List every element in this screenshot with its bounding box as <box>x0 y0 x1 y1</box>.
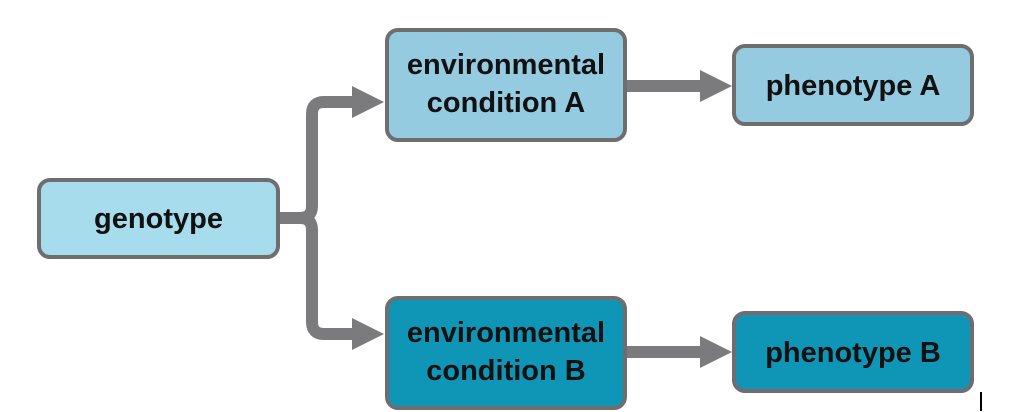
node-environmental-condition-b: environmental condition B <box>385 296 627 410</box>
arrowhead-to-condition-a <box>352 86 384 118</box>
node-phenotype-b: phenotype B <box>732 311 974 393</box>
node-condition-a-line2: condition A <box>427 87 585 119</box>
node-genotype: genotype <box>37 178 280 259</box>
node-condition-b-box <box>385 296 627 410</box>
node-genotype-label: genotype <box>94 203 223 235</box>
node-genotype-box <box>37 178 280 259</box>
arrowhead-to-phenotype-b <box>700 336 732 368</box>
node-condition-a-line1: environmental <box>407 49 605 81</box>
arrowhead-to-phenotype-a <box>700 70 732 102</box>
node-condition-b-line2: condition B <box>426 355 585 387</box>
node-phenotype-a-box <box>732 44 974 126</box>
node-condition-b-line1: environmental <box>407 317 605 349</box>
node-phenotype-a-label: phenotype A <box>766 70 941 102</box>
connectors <box>279 70 732 368</box>
connector-genotype-fork <box>279 96 358 224</box>
arrowhead-to-condition-b <box>352 318 384 350</box>
node-phenotype-b-label: phenotype B <box>765 337 941 369</box>
node-phenotype-a: phenotype A <box>732 44 974 126</box>
node-condition-a-box <box>385 28 627 142</box>
node-phenotype-b-box <box>732 311 974 393</box>
node-environmental-condition-a: environmental condition A <box>385 28 627 142</box>
connector-genotype-fork-lower <box>299 212 358 340</box>
